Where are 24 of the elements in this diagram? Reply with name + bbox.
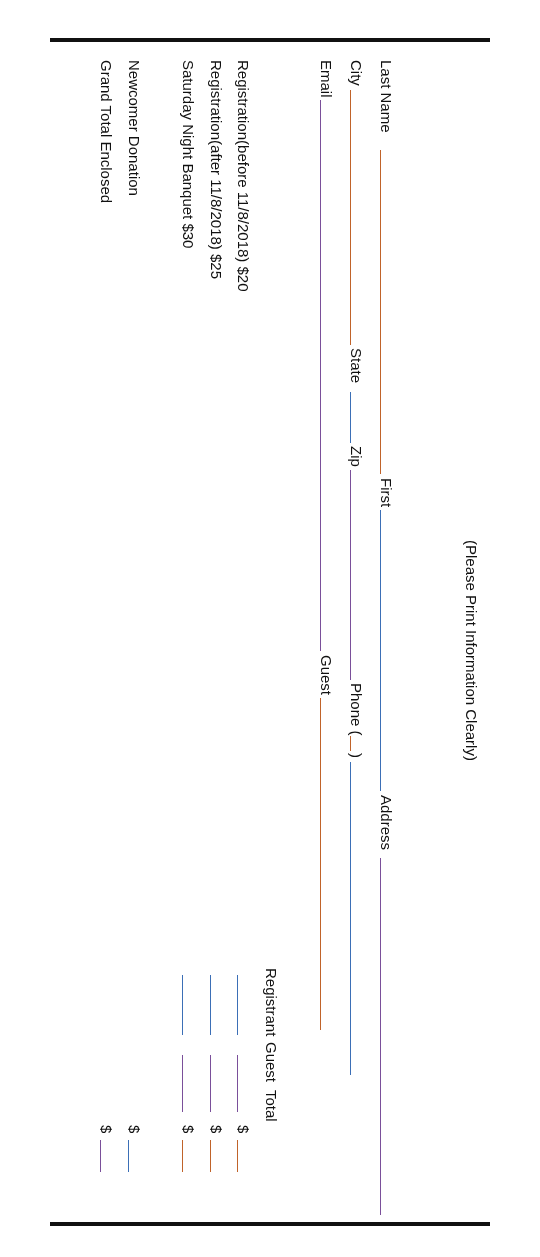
field-label: Phone (	[347, 683, 365, 736]
fee-item: Registration(before 11/8/2018) $20	[234, 60, 252, 292]
form-instruction: (Please Print Information Clearly)	[462, 540, 480, 761]
field-label: Zip	[347, 446, 365, 467]
currency-sign: $	[234, 1125, 252, 1134]
field-label: City	[347, 60, 365, 86]
field-label: First	[377, 478, 395, 508]
column-header: Guest	[262, 1042, 280, 1083]
field-label: State	[347, 348, 365, 384]
field-label: Email	[317, 60, 335, 98]
field-label: Last Name	[377, 60, 395, 133]
field-label: )	[347, 753, 365, 758]
field-label: Guest	[317, 655, 335, 696]
fee-item: Registration(after 11/8/2018) $25	[207, 60, 225, 280]
currency-sign: $	[97, 1125, 115, 1134]
field-label: Address	[377, 795, 395, 851]
column-header: Total	[262, 1090, 280, 1122]
fee-item: Newcomer Donation	[125, 60, 143, 196]
currency-sign: $	[207, 1125, 225, 1134]
currency-sign: $	[125, 1125, 143, 1134]
currency-sign: $	[179, 1125, 197, 1134]
fee-item: Grand Total Enclosed	[97, 60, 115, 204]
column-header: Registrant	[262, 968, 280, 1037]
fee-item: Saturday Night Banquet $30	[179, 60, 197, 249]
